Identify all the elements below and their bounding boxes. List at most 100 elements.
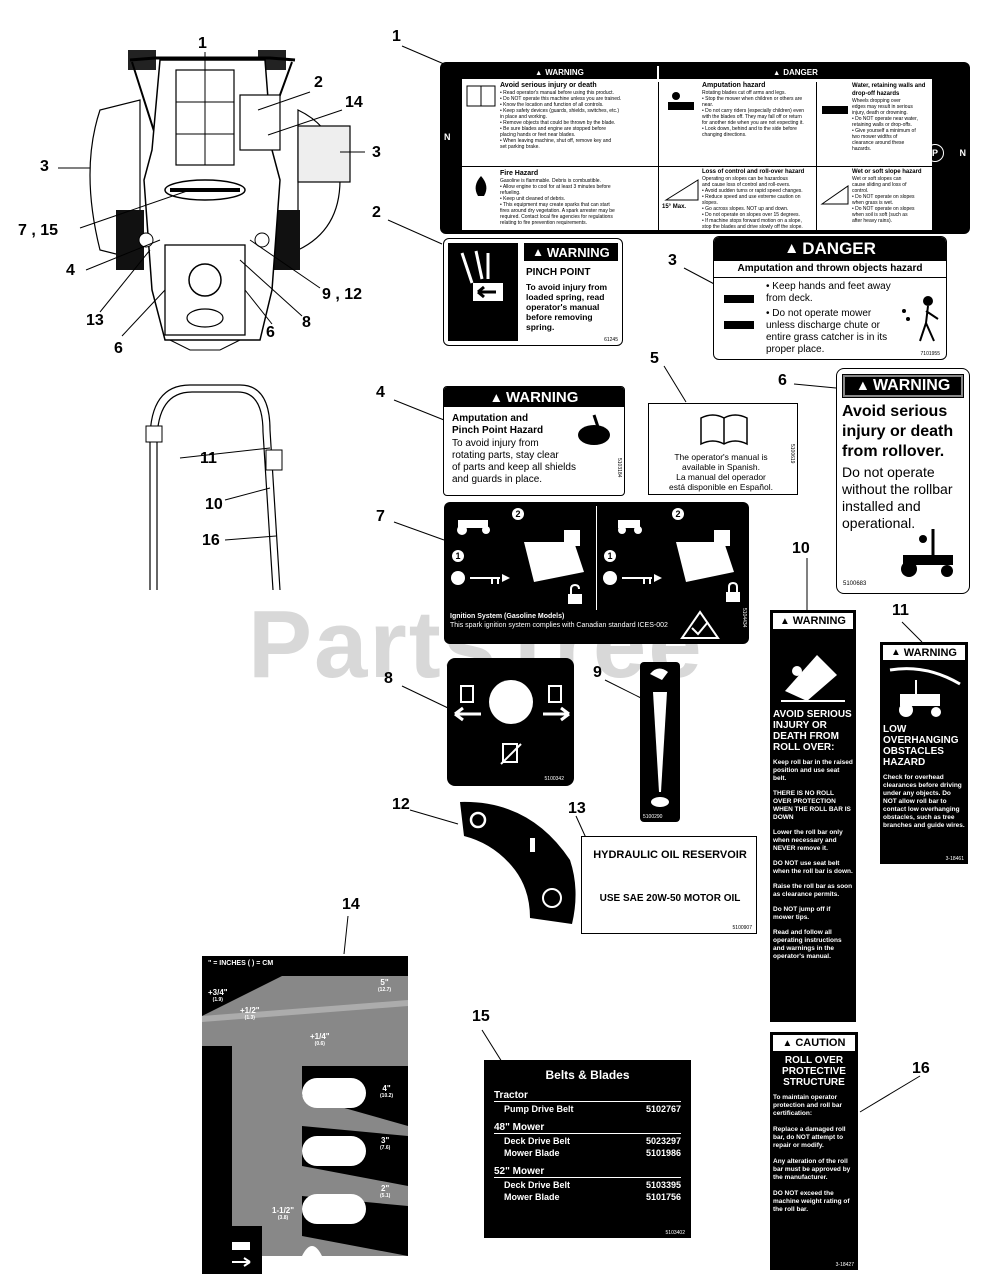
decal15-item-part: 5101986 [645,1148,681,1158]
overhang-icon [889,667,961,717]
decal16-paras: To maintain operator protection and roll… [773,1094,855,1214]
decal1-line: • Do NOT operate near water, [852,116,918,122]
decal2-line: before removing [526,312,593,322]
decal5-line: available in Spanish. [682,462,760,472]
decal10-paras: Keep roll bar in the raised position and… [773,759,853,961]
decal14-part: 3108118 [374,1262,390,1267]
rabbit-icon [650,668,668,680]
fuel-right-icon [543,685,570,722]
decal16-para: DO NOT exceed the machine weight rating … [773,1190,850,1213]
decal1-line: with the blades off. They may fall off o… [702,114,802,120]
decal6-line: Do not operate [842,464,935,480]
decal8-part: 5100342 [544,776,564,782]
decal-7-ignition: 2 1 2 1 Ignition System (Gasoline Models… [444,502,749,644]
unlock-icon-left [568,584,582,604]
callout-16-decal: 16 [912,1060,930,1077]
decal9-part: 5100290 [643,814,663,820]
callout-16-rollbar: 16 [202,532,220,549]
decal13-text: USE SAE 20W-50 MOTOR OIL [599,893,741,904]
decal16-para: To maintain operator protection and roll… [773,1094,842,1117]
turtle-icon [651,797,669,807]
decal2-header: ▲WARNING [524,243,618,261]
decal1-line: Wheels dropping over [852,98,901,104]
decal15-title: Belts & Blades [545,1068,630,1082]
decal4-title-line: Pinch Point Hazard [452,425,544,436]
callout-11-rollbar: 11 [200,450,217,467]
decal16-title-line: PROTECTIVE [782,1066,846,1077]
decal5-line: The operator's manual is [674,452,768,462]
decal1-block-f: Wet or soft slope hazard Wet or soft slo… [852,168,930,224]
callout-6-left: 6 [114,340,123,357]
height-plus-3-4: +3/4"(1.9) [208,988,228,1003]
decal1-line: • Do NOT operate this machine unless you… [500,96,622,102]
decal4-line: and guards in place. [452,474,543,485]
callout-3-decal: 3 [668,252,677,269]
decal7-footer: Ignition System (Gasoline Models) This s… [450,613,668,629]
deck-hand-icon [724,295,754,329]
decal10-title-line: ROLL OVER: [773,742,835,753]
height-plus-1-2: +1/2"(1.3) [240,1006,260,1021]
tractor-icon-right [618,520,642,534]
neutral-left-label: N [444,132,451,142]
callout-6-right: 6 [266,324,275,341]
decal1-line: Gasoline is flammable. Debris is combust… [500,178,601,184]
wet-slope-icon [820,185,849,205]
thrown-object-icon [902,296,939,342]
rotating-parts-icon [578,414,610,445]
amputation-icon [668,92,694,110]
callout-2-mower: 2 [314,74,323,91]
callout-1-decal: 1 [392,28,401,45]
decal11-header: ▲WARNING [883,645,965,660]
key-icon-left [451,571,510,585]
decal-1-safety-label: N N P ▲WARNING ▲DANGER Avoid serious inj… [440,62,970,234]
callout-8-mower: 8 [302,314,311,331]
decal1-line: after heavy rains). [852,218,893,224]
fuel-selector-hole [489,680,533,724]
decal10-para: Lower the roll bar only when necessary a… [773,829,843,852]
decal16-title-line: ROLL OVER [784,1055,844,1066]
throttle-graphic [650,668,669,807]
decal-2-pinch-point: ▲WARNING PINCH POINT To avoid injury fro… [443,238,623,346]
decal1-line: • Know the location and function of all … [500,102,604,108]
callout-10-decal: 10 [792,540,810,557]
mower-top-view [58,50,365,351]
decal2-line: operator's manual [526,302,600,312]
decal1-block-a: Avoid serious injury or death • Read ope… [500,82,656,150]
decal14-legend: " = INCHES ( ) = CM [208,960,274,967]
decal1-line: near. [702,102,714,108]
decal10-para: THERE IS NO ROLL OVER PROTECTION WHEN TH… [773,790,851,821]
decal1-line: changing directions. [702,132,747,138]
decal5-line: La manual del operador [676,472,766,482]
callout-7-15: 7 , 15 [18,222,59,239]
decal1-line: • When leaving machine, shut off, remove… [500,138,612,144]
rollbar-drawing [145,384,283,591]
decal10-para: Do NOT jump off if mower tips. [773,906,831,921]
decal16-para: Replace a damaged roll bar, do NOT attem… [773,1126,846,1149]
decal5-part: 5100619 [789,444,795,464]
decal10-para: DO NOT use seat belt when the roll bar i… [773,860,853,875]
decal-14-height-gauge: " = INCHES ( ) = CM 5"(12.7) +3/4"(1.9) … [202,956,408,1274]
decal10-title-line: DEATH FROM [773,731,839,742]
decal1-line: two mower widths of [852,134,898,140]
decal1-line: Rotating blades cut off arms and legs. [702,90,786,96]
callout-14-mower: 14 [345,94,363,111]
decal1-block-b: Fire Hazard Gasoline is flammable. Debri… [500,170,656,226]
open-book-icon [700,414,748,446]
callout-5: 5 [650,350,659,367]
decal1-line: Operating on slopes can be hazardous [702,176,788,182]
decal1-line: • Give yourself a minimum of [852,128,916,134]
decal1-line: hazards. [852,146,872,152]
fire-icon [475,176,487,196]
callout-9-decal: 9 [593,664,602,681]
decal10-para: Read and follow all operating instructio… [773,929,842,960]
